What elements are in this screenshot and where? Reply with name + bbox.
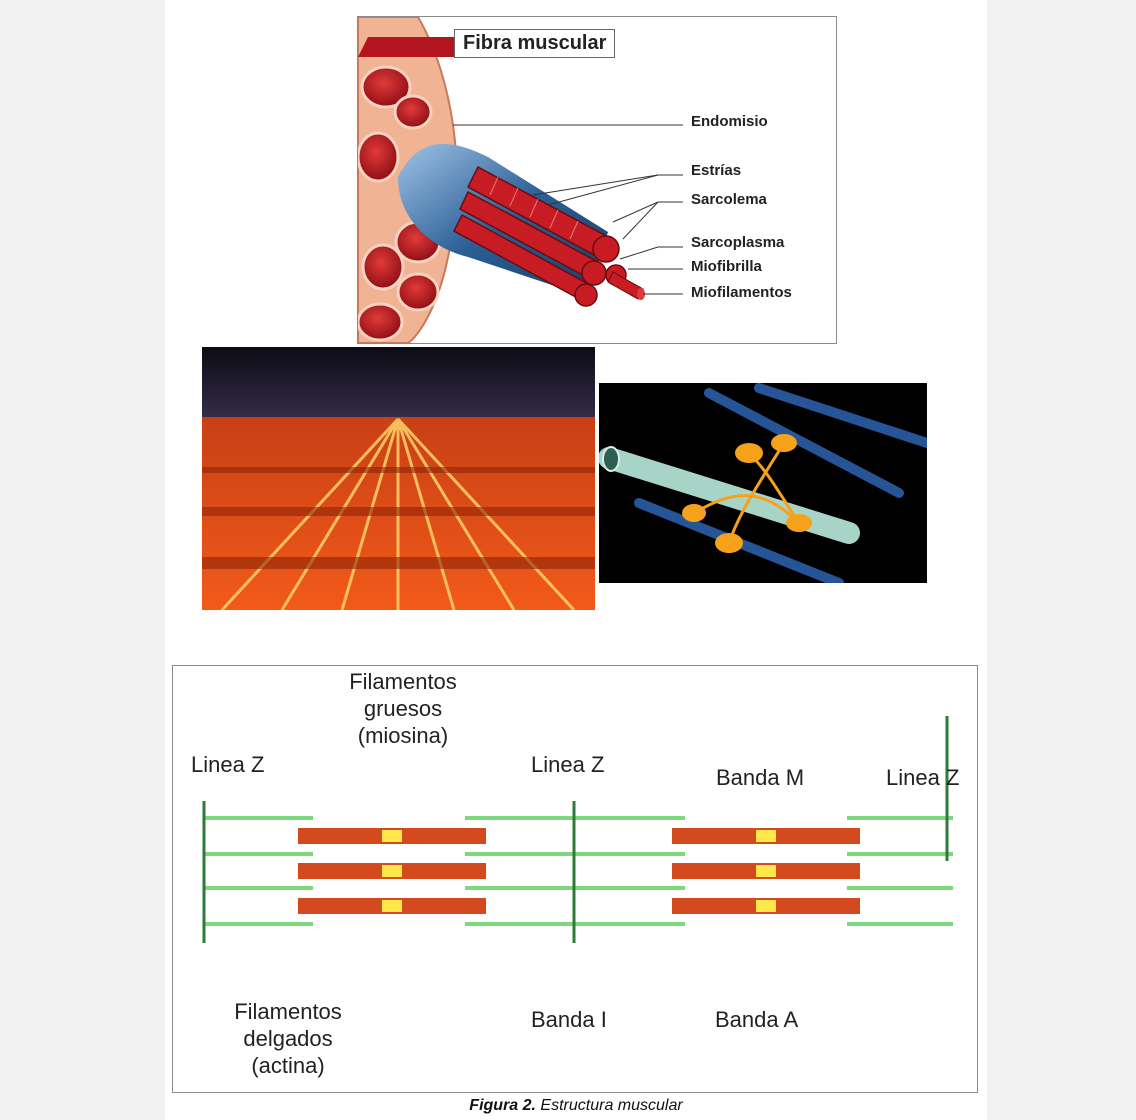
actin-myosin-model-image <box>599 383 927 583</box>
myofibril-perspective-image <box>202 347 595 610</box>
label-filamentos-delgados: Filamentos delgados (actina) <box>223 998 353 1079</box>
label-banda-a: Banda A <box>715 1006 798 1033</box>
label-sarcoplasma: Sarcoplasma <box>691 234 784 251</box>
label-linea-z-center: Linea Z <box>531 751 604 778</box>
actin-myosin-illustration <box>599 383 927 583</box>
label-estrias: Estrías <box>691 162 741 179</box>
label-banda-i: Banda I <box>531 1006 607 1033</box>
label-filamentos-delgados-line3: (actina) <box>223 1052 353 1079</box>
sarcomere-diagram: Linea Z Filamentos gruesos (miosina) Lin… <box>172 665 978 1093</box>
label-sarcolema: Sarcolema <box>691 191 767 208</box>
label-endomisio: Endomisio <box>691 113 768 130</box>
label-banda-m: Banda M <box>716 764 804 791</box>
figure-number: Figura 2. <box>469 1097 536 1114</box>
label-miofilamentos: Miofilamentos <box>691 284 792 301</box>
label-filamentos-delgados-line1: Filamentos <box>223 998 353 1025</box>
label-miofibrilla: Miofibrilla <box>691 258 762 275</box>
label-filamentos-gruesos-line1: Filamentos <box>333 668 473 695</box>
myofibril-perspective-illustration <box>202 347 595 610</box>
label-filamentos-delgados-line2: delgados <box>223 1025 353 1052</box>
label-linea-z-left: Linea Z <box>191 751 264 778</box>
label-filamentos-gruesos: Filamentos gruesos (miosina) <box>333 668 473 749</box>
label-filamentos-gruesos-line3: (miosina) <box>333 722 473 749</box>
label-filamentos-gruesos-line2: gruesos <box>333 695 473 722</box>
myosin-filaments <box>298 828 860 914</box>
figure-caption-text: Estructura muscular <box>536 1097 683 1114</box>
label-linea-z-right: Linea Z <box>886 764 959 791</box>
fiber-title: Fibra muscular <box>454 29 615 58</box>
muscle-fiber-diagram: Fibra muscular Endomisio Estrías Sarcole… <box>357 16 837 344</box>
figure-caption: Figura 2. Estructura muscular <box>165 1097 987 1115</box>
